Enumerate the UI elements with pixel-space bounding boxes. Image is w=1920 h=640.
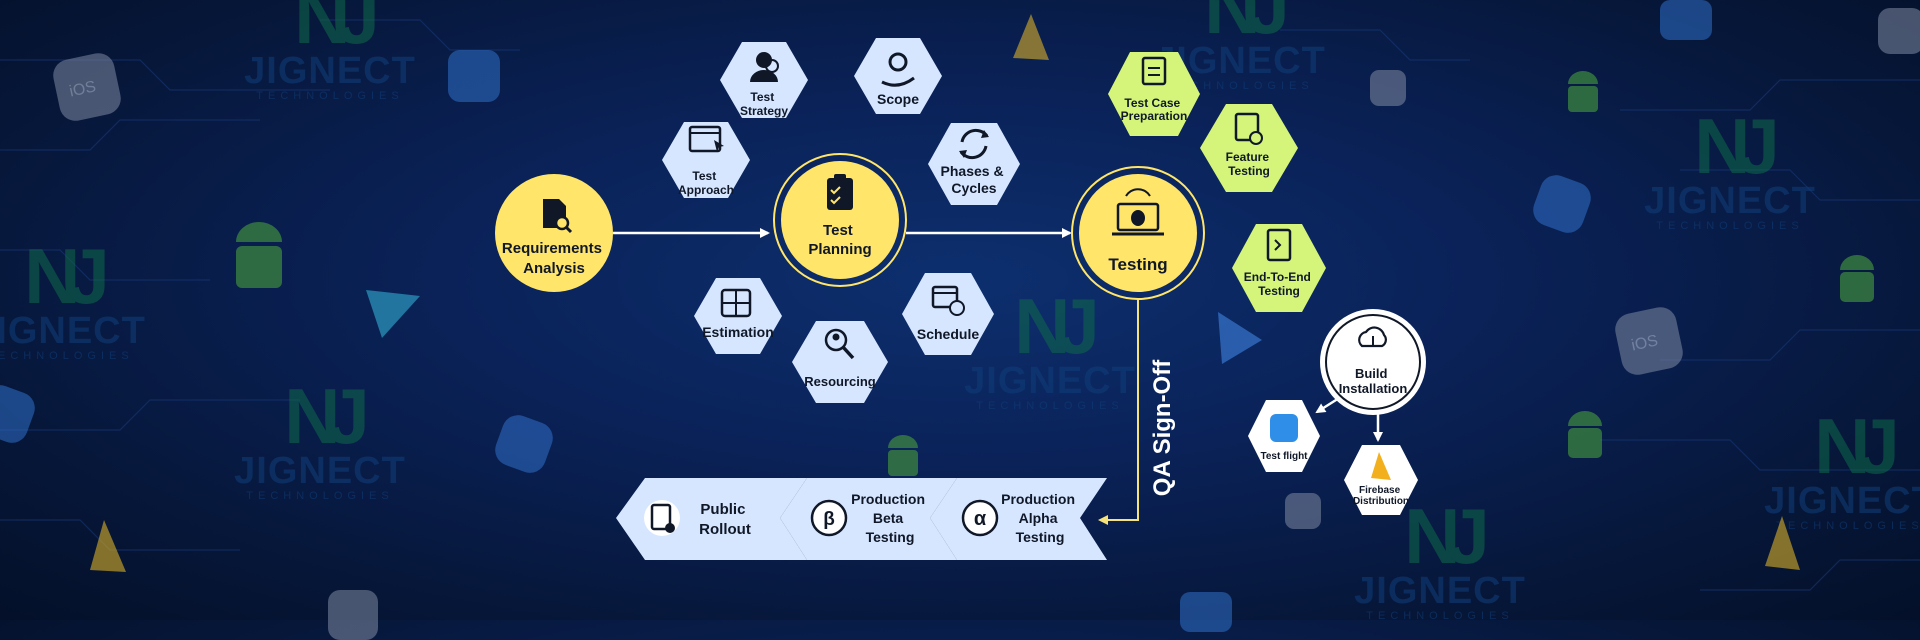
qa-workflow-diagram: Requirements Analysis Test Planning (495, 38, 1426, 560)
ios-icon (1285, 493, 1321, 529)
planning-item-test-strategy: Test Strategy (720, 42, 808, 118)
person-search-icon (824, 328, 855, 360)
planning-item-estimation: Estimation (694, 278, 782, 354)
qa-signoff-connector (1098, 300, 1139, 525)
svg-text:Build Installation: Build Installation (1339, 366, 1408, 396)
release-stage-public-rollout: Public Rollout (616, 478, 807, 560)
calendar-clock-icon (931, 285, 965, 316)
clipboard-flow-icon (1266, 228, 1292, 262)
svg-text:Public Rollout: Public Rollout (699, 501, 751, 538)
svg-text:iOS: iOS (1630, 332, 1660, 354)
svg-text:Test Case Preparation: Test Case Preparation (1121, 96, 1188, 123)
svg-text:End-To-End Testing: End-To-End Testing (1244, 270, 1314, 298)
planning-item-scope: Scope (854, 38, 942, 114)
testflight-icon (448, 50, 500, 102)
release-stage-alpha: α Production Alpha Testing (930, 478, 1107, 560)
firebase-distribution-node: Firebase Distribution (1344, 445, 1418, 515)
ios-icon: iOS (1612, 304, 1686, 378)
testing-label: Testing (1108, 255, 1167, 274)
testing-item-test-case-preparation: Test Case Preparation (1108, 52, 1200, 136)
testflight-icon (1270, 414, 1298, 442)
svg-text:Resourcing: Resourcing (804, 374, 876, 389)
hand-gear-icon (881, 52, 915, 87)
firebase-icon (1371, 452, 1391, 480)
test-planning-label: Test Planning (808, 222, 871, 258)
requirements-analysis-label: Requirements Analysis (502, 240, 606, 277)
user-search-icon (750, 52, 779, 82)
beta-icon (810, 499, 848, 537)
testing-item-feature-testing: Feature Testing (1200, 104, 1298, 192)
circuit-lines (0, 19, 1920, 591)
svg-text:Test Strategy: Test Strategy (740, 90, 788, 118)
svg-text:Feature Testing: Feature Testing (1226, 150, 1273, 178)
svg-text:Firebase Distribution: Firebase Distribution (1353, 485, 1409, 507)
release-stage-beta: β Production Beta Testing (780, 478, 957, 560)
planning-item-schedule: Schedule (902, 273, 994, 355)
testflight-icon (1878, 8, 1920, 54)
planning-item-resourcing: Resourcing (792, 321, 888, 403)
diagram-canvas: Requirements Analysis Test Planning (495, 38, 1426, 560)
platform-icons (90, 14, 1874, 572)
cloud-download-icon (1358, 326, 1387, 348)
svg-text:Scope: Scope (877, 91, 919, 107)
testflight-icon (1660, 0, 1712, 40)
svg-text:Estimation: Estimation (702, 324, 774, 340)
planning-item-phases-cycles: Phases & Cycles (928, 123, 1020, 205)
planning-item-test-approach: Test Approach (662, 122, 750, 198)
qa-signoff-label: QA Sign-Off (1149, 359, 1176, 496)
document-search-icon (543, 199, 573, 234)
alpha-icon (961, 499, 999, 537)
alpha-symbol: α (974, 508, 987, 530)
feature-list-gear-icon (1234, 112, 1263, 145)
ios-icon (1370, 70, 1406, 106)
test-planning-node: Test Planning (773, 153, 907, 287)
beta-symbol: β (823, 509, 835, 530)
testflight-node: Test flight (1248, 400, 1320, 472)
calculator-icon (720, 288, 752, 318)
requirements-analysis-node: Requirements Analysis (495, 174, 613, 292)
ios-icon: iOS (50, 50, 124, 124)
laptop-bug-icon (1112, 188, 1164, 236)
svg-text:Test flight: Test flight (1260, 451, 1308, 462)
web-cursor-icon (688, 125, 724, 153)
svg-text:Production Beta: Production Beta Testing (851, 491, 929, 545)
svg-text:Phases & Cycles: Phases & Cycles (941, 163, 1008, 196)
android-icon (236, 71, 1874, 476)
svg-text:Test Approach: Test Approach (678, 169, 734, 197)
testing-item-end-to-end-testing: End-To-End Testing (1232, 224, 1326, 312)
test-case-document-icon (1141, 56, 1167, 86)
svg-text:Schedule: Schedule (917, 326, 979, 342)
firebase-icon (90, 14, 1800, 572)
svg-text:iOS: iOS (68, 78, 98, 100)
clipboard-checklist-icon (827, 174, 853, 210)
testing-node: Testing (1071, 166, 1205, 300)
connectors (613, 228, 1383, 525)
refresh-cycle-icon (959, 128, 989, 160)
svg-text:Production Alpha: Production Alpha Testing (1001, 491, 1079, 545)
google-play-icon (366, 290, 1262, 364)
build-installation-node: Build Installation (1320, 309, 1426, 415)
